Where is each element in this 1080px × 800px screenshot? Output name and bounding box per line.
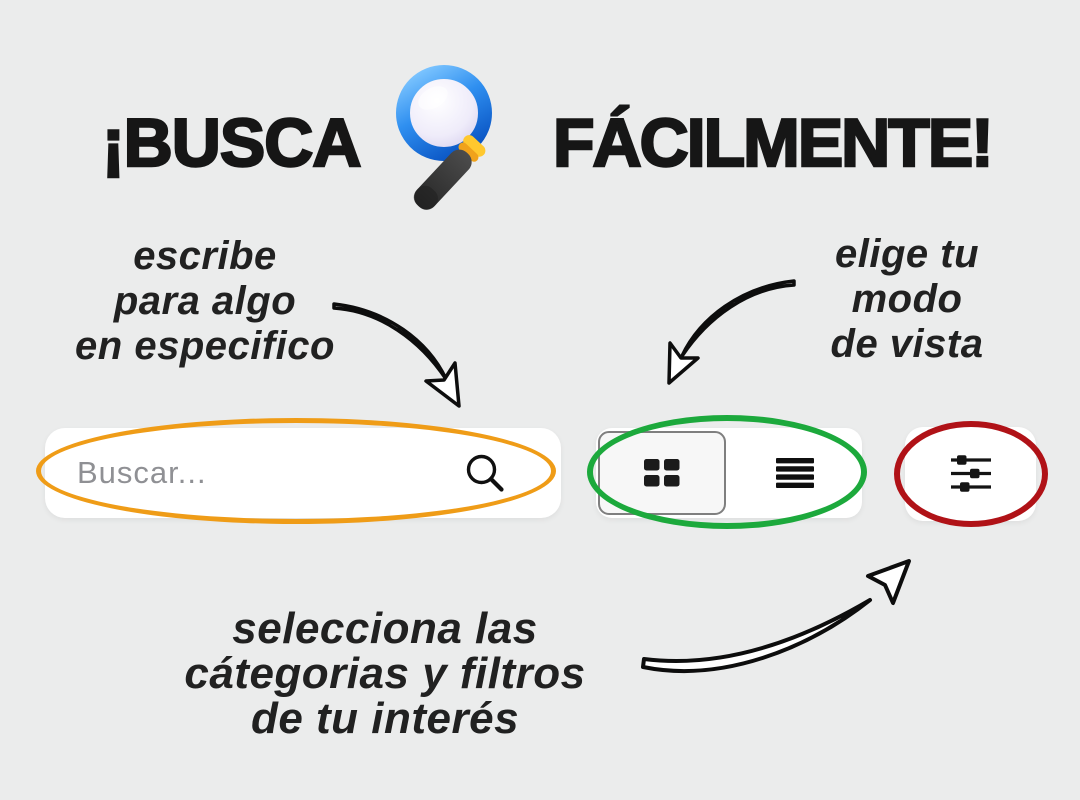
sliders-filter-icon (950, 455, 991, 492)
callout-line: selecciona las (232, 604, 538, 653)
search-icon[interactable] (463, 451, 507, 495)
search-input[interactable] (45, 428, 445, 518)
callout-line: para algo (113, 279, 297, 323)
callout-line: de vista (830, 322, 984, 366)
magnifying-glass-emoji (396, 65, 492, 210)
grid-view-button[interactable] (598, 431, 726, 515)
view-mode-toggle (596, 428, 862, 518)
arrow-to-filter-icon (641, 559, 911, 673)
callout-line: cátegorias y filtros (184, 649, 586, 698)
callout-line: en especifico (75, 324, 335, 368)
page-title-prefix: ¡BUSCA (101, 104, 363, 182)
list-view-icon (776, 458, 814, 488)
callout-line: escribe (133, 234, 277, 278)
callout-filter-text: selecciona las cátegorias y filtros de t… (135, 606, 635, 741)
grid-view-icon (644, 459, 680, 487)
callout-line: de tu interés (250, 694, 520, 743)
arrow-to-view-toggle-icon (667, 279, 796, 385)
callout-line: elige tu (834, 232, 980, 276)
callout-search-text: escribe para algo en especifico (25, 234, 385, 369)
filters-button[interactable] (905, 427, 1036, 521)
page-title-suffix: FÁCILMENTE! (552, 104, 995, 182)
callout-line: modo (851, 277, 963, 321)
search-bar (45, 428, 561, 518)
callout-view-text: elige tu modo de vista (740, 232, 1074, 367)
list-view-button[interactable] (728, 428, 862, 518)
arrow-to-search-icon (332, 302, 461, 408)
